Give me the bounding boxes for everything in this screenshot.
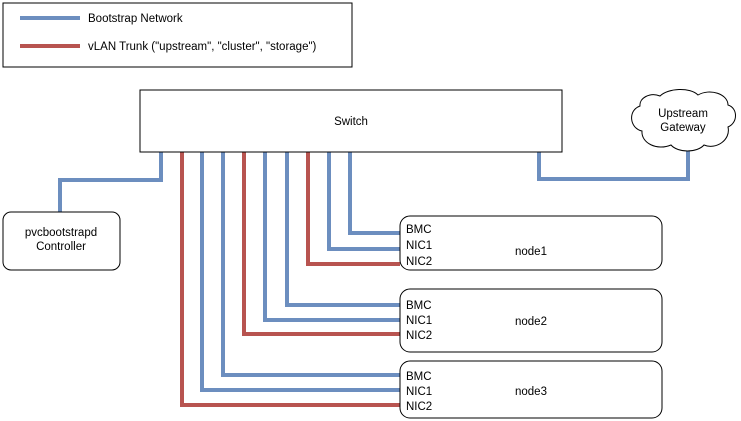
upstream-gateway-node[interactable]: Upstream Gateway [631, 89, 736, 152]
node2[interactable]: BMC NIC1 NIC2 node2 [399, 288, 663, 353]
gateway-label-line2: Gateway [660, 122, 706, 134]
connection-lines [58, 150, 690, 407]
node1[interactable]: BMC NIC1 NIC2 node1 [399, 215, 663, 271]
node3-port-bmc-label: BMC [406, 371, 432, 383]
node1-label: node1 [515, 246, 547, 258]
controller-box[interactable] [2, 211, 121, 271]
link-switch-node1-nic2 [306, 152, 400, 266]
link-switch-node2-nic2 [242, 152, 400, 336]
link-switch-node3-nic2 [180, 152, 400, 407]
link-switch-node2-bmc [285, 152, 400, 307]
link-switch-node3-bmc [221, 152, 400, 377]
node2-label: node2 [515, 316, 547, 328]
switch-box[interactable] [139, 89, 563, 153]
node2-port-nic1-label: NIC1 [406, 315, 432, 327]
pvcbootstrapd-controller-node[interactable]: pvcbootstrapd Controller [2, 211, 121, 271]
node3[interactable]: BMC NIC1 NIC2 node3 [399, 360, 663, 419]
legend: Bootstrap Network vLAN Trunk ("upstream"… [2, 2, 353, 68]
legend-label-bootstrap: Bootstrap Network [88, 13, 183, 25]
link-switch-node1-bmc [348, 152, 400, 235]
node3-port-nic1-label: NIC1 [406, 386, 432, 398]
node1-box[interactable] [399, 215, 663, 271]
node2-port-nic2-label: NIC2 [406, 330, 432, 342]
link-switch-node1-nic1 [327, 152, 400, 251]
switch-node[interactable]: Switch [139, 89, 563, 153]
node2-box[interactable] [399, 288, 663, 353]
legend-box [2, 2, 353, 68]
link-switch-controller [58, 152, 163, 213]
node1-port-bmc-label: BMC [406, 224, 432, 236]
gateway-label-line1: Upstream [658, 108, 708, 120]
node1-port-nic2-label: NIC2 [406, 256, 432, 268]
switch-label: Switch [334, 116, 368, 128]
node1-port-nic1-label: NIC1 [406, 240, 432, 252]
controller-label-line1: pvcbootstrapd [25, 227, 97, 239]
node3-label: node3 [515, 386, 547, 398]
legend-label-vlan: vLAN Trunk ("upstream", "cluster", "stor… [88, 41, 317, 53]
link-switch-node2-nic1 [263, 152, 400, 322]
link-switch-gateway [537, 150, 690, 181]
cloud-icon[interactable] [631, 89, 736, 152]
node3-box[interactable] [399, 360, 663, 419]
node2-port-bmc-label: BMC [406, 300, 432, 312]
controller-label-line2: Controller [36, 241, 86, 253]
link-switch-node3-nic1 [200, 152, 400, 392]
node3-port-nic2-label: NIC2 [406, 401, 432, 413]
